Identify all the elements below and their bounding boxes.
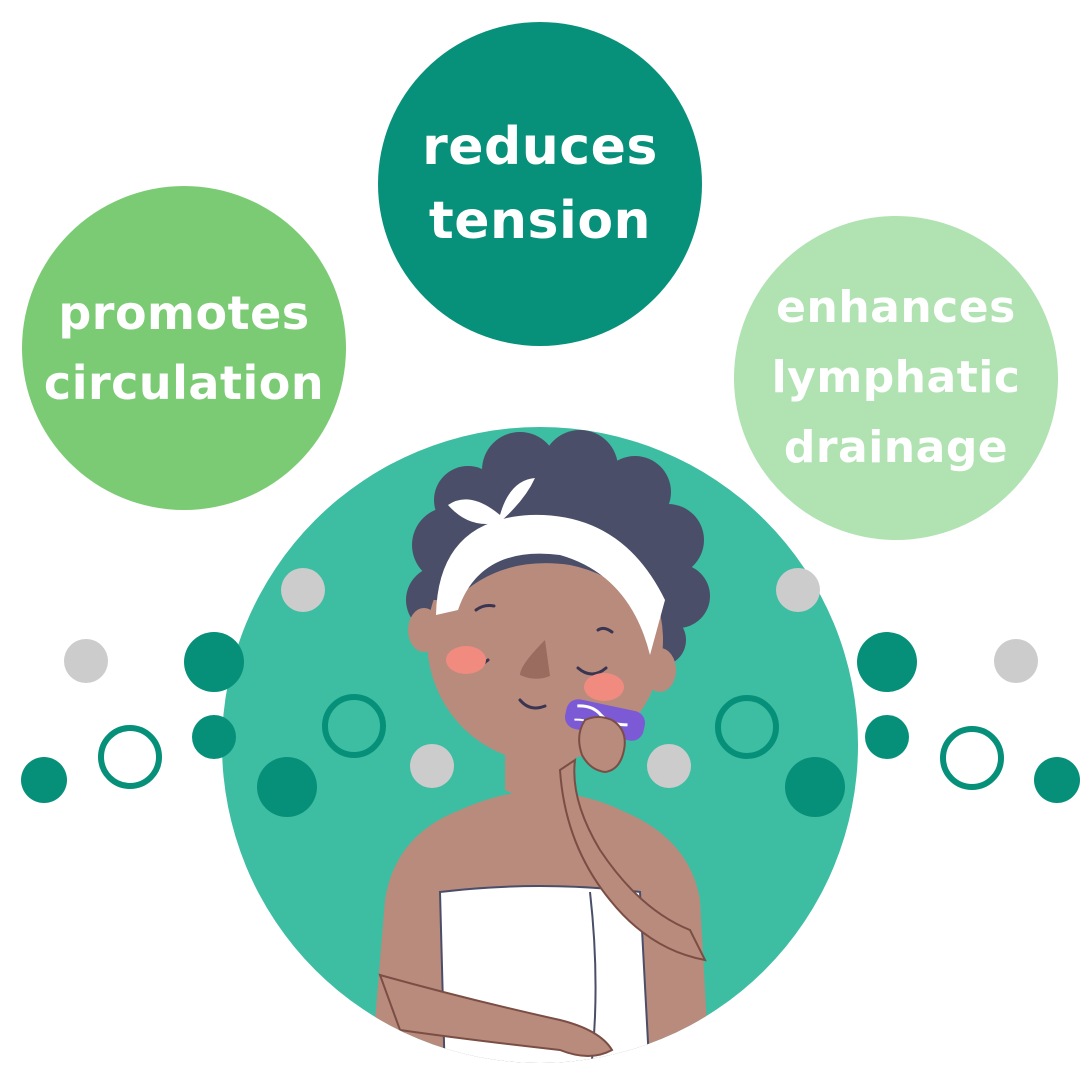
headband-bow <box>448 478 535 524</box>
arm <box>378 973 614 1057</box>
dot-gray <box>994 639 1038 683</box>
decorative-dots <box>21 568 1080 817</box>
headband <box>436 514 665 655</box>
benefit-line: promotes <box>58 286 310 340</box>
benefit-line: tension <box>428 191 652 251</box>
eye-right <box>576 666 608 676</box>
brow-right <box>596 626 614 634</box>
brow-left <box>474 604 496 612</box>
nose <box>520 640 550 679</box>
dot-ring <box>98 725 162 789</box>
dot-gray <box>776 568 820 612</box>
dot-dark <box>857 632 917 692</box>
woman-facial-massage-illustration <box>370 430 710 1063</box>
benefit-line: drainage <box>783 422 1009 473</box>
mouth <box>518 698 547 710</box>
dot-ring <box>322 694 386 758</box>
benefit-line: circulation <box>43 356 325 410</box>
dot-ring <box>940 726 1004 790</box>
towel <box>438 885 652 1063</box>
benefit-promotes-circulation: promotes circulation <box>22 186 346 510</box>
dot-gray <box>281 568 325 612</box>
raised-arm <box>558 757 707 962</box>
benefit-reduces-tension: reduces tension <box>378 22 702 346</box>
ear-right <box>644 648 676 692</box>
blush-right <box>584 673 624 701</box>
benefit-line: enhances <box>776 282 1016 333</box>
dot-dark <box>192 715 236 759</box>
dot-dark <box>257 757 317 817</box>
dot-dark <box>21 757 67 803</box>
dot-dark <box>184 632 244 692</box>
benefit-line: lymphatic <box>771 352 1021 403</box>
dot-gray <box>647 744 691 788</box>
dot-ring <box>715 695 779 759</box>
dot-gray <box>410 744 454 788</box>
benefit-line: reduces <box>422 117 658 177</box>
hand <box>578 716 626 774</box>
dot-dark <box>785 757 845 817</box>
benefit-enhances-lymphatic-drainage: enhances lymphatic drainage <box>734 216 1058 540</box>
dot-gray <box>64 639 108 683</box>
dot-dark <box>1034 757 1080 803</box>
dot-dark <box>865 715 909 759</box>
ear-left <box>408 608 440 652</box>
blush-left <box>446 646 486 674</box>
